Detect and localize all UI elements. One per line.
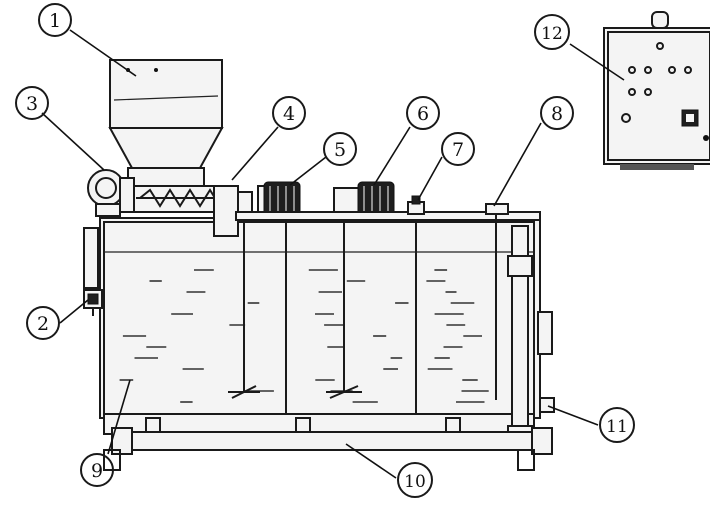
callout-7: 7: [441, 132, 475, 166]
callout-11-label: 11: [606, 417, 628, 437]
callout-6-label: 6: [417, 103, 429, 125]
hopper: [108, 59, 224, 191]
callout-3-label: 3: [26, 93, 38, 115]
feeder-housing: [213, 185, 253, 237]
mixer-motor-right: [326, 181, 395, 399]
leader-lines: [41, 29, 625, 479]
callout-6: 6: [406, 96, 440, 130]
callout-12-label: 12: [541, 24, 563, 44]
tank: [83, 217, 553, 435]
level-switch: [407, 195, 425, 215]
callout-7-label: 7: [452, 139, 464, 161]
callout-1: 1: [38, 3, 72, 37]
control-panel: [603, 11, 710, 170]
feeder-motor: [87, 169, 135, 217]
inlet-pipe: [485, 203, 533, 443]
callout-1-label: 1: [49, 10, 61, 32]
callout-3: 3: [15, 86, 49, 120]
mixer-motor-left: [228, 181, 301, 399]
callout-4: 4: [272, 96, 306, 130]
callout-5: 5: [323, 132, 357, 166]
callout-4-label: 4: [283, 103, 295, 125]
callout-2: 2: [26, 306, 60, 340]
drain-valve: [539, 397, 555, 413]
callout-8: 8: [540, 96, 574, 130]
valve: [83, 289, 103, 316]
callout-9: 9: [80, 453, 114, 487]
callout-11: 11: [599, 407, 635, 443]
callout-12: 12: [534, 14, 570, 50]
top-plate: [235, 211, 541, 221]
outlet-manifold: [103, 417, 553, 471]
callout-8-label: 8: [551, 103, 563, 125]
callout-5-label: 5: [334, 139, 346, 161]
callout-9-label: 9: [91, 460, 103, 482]
callout-2-label: 2: [37, 313, 49, 335]
callout-10: 10: [397, 462, 433, 498]
callout-10-label: 10: [404, 472, 426, 492]
